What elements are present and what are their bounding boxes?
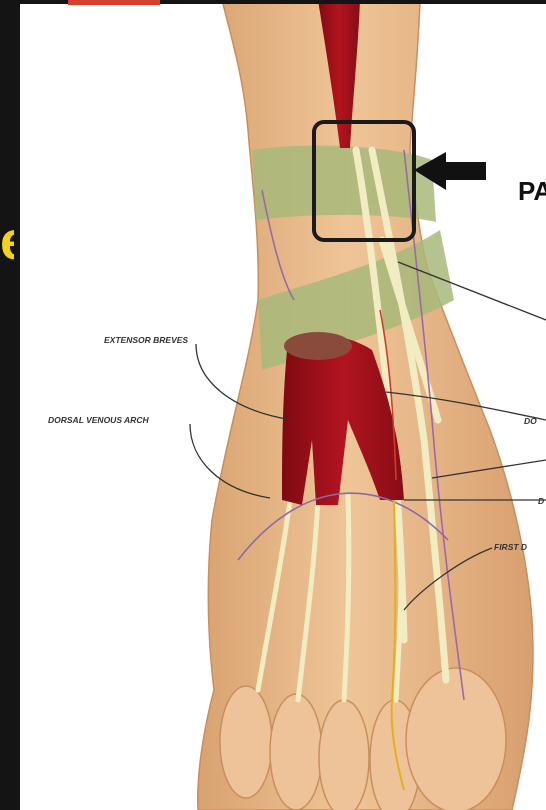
left-frame-strip: [0, 0, 20, 810]
pointer-label: PA: [518, 176, 546, 206]
muscle-origin: [284, 332, 352, 360]
label-right-d: D: [538, 496, 544, 506]
label-dorsal-venous-arch: DORSAL VENOUS ARCH: [48, 415, 149, 425]
label-right-do: DO: [524, 416, 537, 426]
label-extensor-breves: EXTENSOR BREVES: [104, 335, 188, 345]
cropped-title-fragment: e: [0, 214, 14, 268]
red-tab-strip: [68, 0, 160, 5]
label-first-d: FIRST D: [494, 542, 527, 552]
